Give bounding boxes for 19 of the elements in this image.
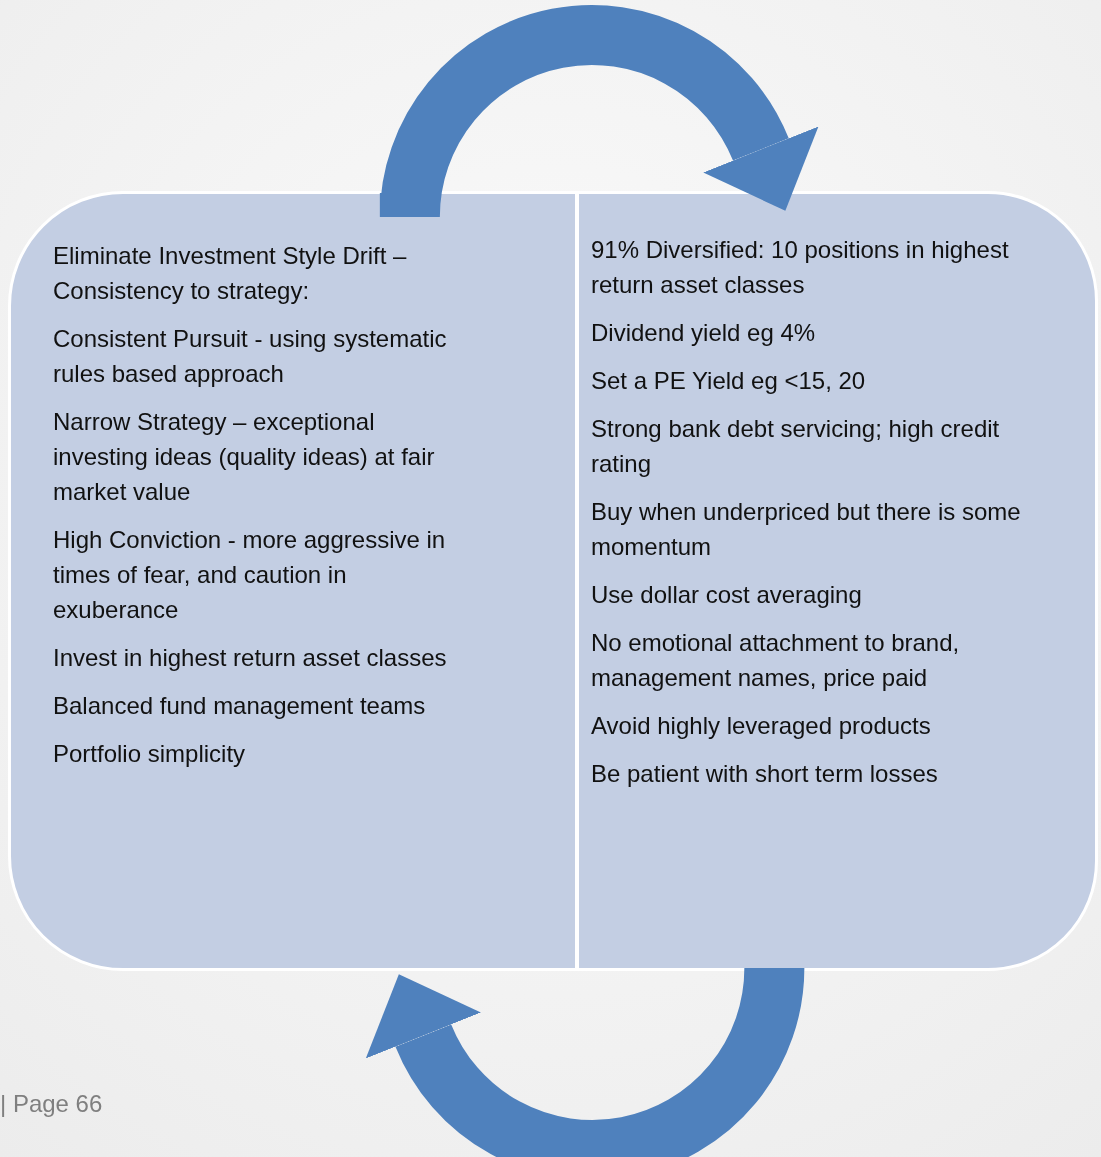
- list-item: Buy when underpriced but there is some momentum: [591, 497, 1022, 562]
- list-item: Avoid highly leveraged products: [591, 711, 932, 741]
- panel: [8, 191, 578, 971]
- list-item: Use dollar cost averaging: [591, 580, 863, 610]
- list-item: High Conviction - more aggressive in times of fear, and caution in exuberance: [53, 525, 447, 625]
- list-item: Consistent Pursuit - using systematic rules based approach: [53, 324, 448, 389]
- list-item: Balanced fund management teams: [53, 691, 427, 721]
- list-item: Dividend yield eg 4%: [591, 318, 817, 348]
- list-item: Portfolio simplicity: [53, 739, 247, 769]
- list-item: No emotional attachment to brand, management names, price paid: [591, 628, 961, 693]
- list-item: Be patient with short term losses: [591, 759, 939, 789]
- list-item: Narrow Strategy – exceptional investing ideas (quality ideas) at fair market value: [53, 407, 436, 507]
- page-number: | Page 66: [0, 1090, 103, 1118]
- list-item: Set a PE Yield eg <15, 20: [591, 366, 867, 396]
- list-item: 91% Diversified: 10 positions in highest return asset classes: [591, 235, 1010, 300]
- list-item: Invest in highest return asset classes: [53, 643, 448, 673]
- panel: [576, 191, 1098, 971]
- list-item: Eliminate Investment Style Drift – Consistency to strategy:: [53, 241, 408, 306]
- list-item: Strong bank debt servicing; high credit rating: [591, 414, 1001, 479]
